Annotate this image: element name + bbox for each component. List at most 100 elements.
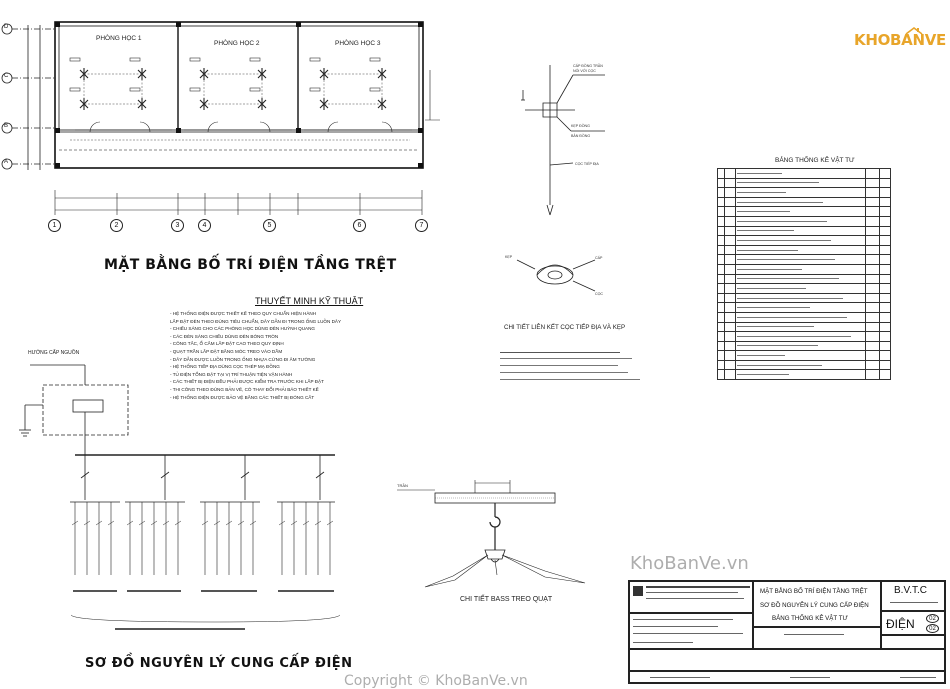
- table-cell: [717, 273, 725, 285]
- stage-box: B.V.T.C: [881, 581, 945, 611]
- col-axis-bubble: 3: [171, 219, 184, 232]
- table-cell: [865, 177, 880, 189]
- table-cell: [724, 302, 736, 313]
- table-row: [717, 331, 891, 342]
- table-cell: [717, 177, 725, 189]
- table-cell: [724, 283, 736, 294]
- table-row: [717, 177, 891, 189]
- table-cell: [724, 196, 736, 208]
- note-line: LẮP ĐẶT ĐÈN THEO ĐÚNG TIÊU CHUẨN, DÂY DẪ…: [170, 318, 342, 324]
- row-axis-label: A: [4, 159, 9, 165]
- table-cell: [735, 196, 866, 208]
- table-cell: [717, 187, 725, 198]
- col-axis-bubble: 1: [48, 219, 61, 232]
- table-cell: [735, 235, 866, 246]
- table-row: [717, 321, 891, 333]
- table-row: [717, 225, 891, 237]
- table-cell: [879, 187, 891, 198]
- table-cell: [879, 283, 891, 294]
- khobanve-logo: KHOBANVE: [854, 26, 946, 52]
- sheet-number: 02: [926, 614, 939, 623]
- fan-mount-detail: TRẦN: [397, 480, 586, 588]
- table-cell: [879, 331, 891, 342]
- row-axis-label: B: [4, 123, 9, 129]
- table-cell: [879, 235, 891, 246]
- table-cell: [879, 244, 891, 256]
- table-row: [717, 292, 891, 304]
- table-cell: [717, 292, 725, 304]
- table-cell: [879, 225, 891, 237]
- sheet-title: MẶT BẰNG BỐ TRÍ ĐIỆN TẦNG TRỆT: [760, 588, 868, 595]
- note-line: - TỦ ĐIỆN TỔNG ĐẶT TẠI VỊ TRÍ THUẬN TIỆN…: [170, 371, 293, 377]
- table-cell: [735, 311, 866, 323]
- table-cell: [724, 187, 736, 198]
- sheet-title: SƠ ĐỒ NGUYÊN LÝ CUNG CẤP ĐIỆN: [760, 602, 869, 609]
- table-cell: [879, 196, 891, 208]
- lamp-icons: [69, 57, 381, 92]
- table-cell: [735, 350, 866, 361]
- table-cell: [865, 321, 880, 333]
- note-line: - CÔNG TẮC, Ổ CẮM LẮP ĐẶT CAO THEO QUY Đ…: [170, 341, 284, 347]
- table-cell: [724, 292, 736, 304]
- floor-plan-title: MẶT BẰNG BỐ TRÍ ĐIỆN TẦNG TRỆT: [104, 257, 397, 273]
- table-cell: [724, 359, 736, 371]
- table-cell: [735, 244, 866, 256]
- ceiling-fan-icons: [79, 68, 387, 110]
- table-cell: [717, 244, 725, 256]
- table-cell: [735, 292, 866, 304]
- col-axis-bubble: 4: [198, 219, 211, 232]
- table-cell: [865, 331, 880, 342]
- table-cell: [865, 196, 880, 208]
- table-cell: [724, 331, 736, 342]
- sheet-titles: MẶT BẰNG BỐ TRÍ ĐIỆN TẦNG TRỆT SƠ ĐỒ NGU…: [753, 581, 881, 627]
- note-line: - CÁC ĐÈN SÁNG CHIẾU DÙNG ĐÈN BÓNG TRÒN: [170, 333, 279, 339]
- materials-table: [717, 168, 891, 381]
- table-cell: [717, 359, 725, 371]
- svg-text:NỐI VỚI CỌC: NỐI VỚI CỌC: [573, 68, 596, 73]
- table-row: [717, 302, 891, 313]
- table-cell: [865, 283, 880, 294]
- svg-text:CỌC: CỌC: [595, 292, 603, 296]
- table-cell: [735, 263, 866, 275]
- row-axis-label: C: [4, 73, 9, 79]
- table-cell: [879, 168, 891, 179]
- table-cell: [879, 302, 891, 313]
- table-cell: [724, 254, 736, 265]
- table-row: [717, 350, 891, 361]
- table-cell: [724, 350, 736, 361]
- table-cell: [865, 311, 880, 323]
- table-cell: [717, 350, 725, 361]
- table-row: [717, 168, 891, 179]
- table-cell: [724, 263, 736, 275]
- table-cell: [735, 215, 866, 227]
- table-cell: [735, 273, 866, 285]
- table-row: [717, 244, 891, 256]
- table-cell: [879, 215, 891, 227]
- materials-table-grid: [717, 168, 891, 381]
- technical-notes: - HỆ THỐNG ĐIỆN ĐƯỢC THIẾT KẾ THEO QUY C…: [170, 310, 405, 401]
- note-line: - THI CÔNG THEO ĐÚNG BẢN VẼ, CÓ THAY ĐỔI…: [170, 386, 319, 392]
- table-cell: [735, 302, 866, 313]
- table-cell: [879, 263, 891, 275]
- note-line: - DÂY DẪN ĐƯỢC LUỒN TRONG ỐNG NHỰA CỨNG …: [170, 356, 316, 362]
- table-cell: [724, 340, 736, 352]
- svg-text:CÁP ĐỒNG TRẦN: CÁP ĐỒNG TRẦN: [573, 63, 603, 68]
- note-line: - HỆ THỐNG ĐIỆN ĐƯỢC THIẾT KẾ THEO QUY C…: [170, 311, 317, 316]
- table-cell: [879, 340, 891, 352]
- table-cell: [865, 273, 880, 285]
- table-cell: [879, 350, 891, 361]
- col-axis-bubble: 2: [110, 219, 123, 232]
- table-cell: [735, 369, 866, 381]
- table-cell: [717, 235, 725, 246]
- materials-title: BẢNG THỐNG KÊ VẬT TƯ: [775, 157, 855, 164]
- table-row: [717, 273, 891, 285]
- table-cell: [724, 215, 736, 227]
- supply-schematic: [19, 364, 341, 630]
- note-line: - HỆ THỐNG ĐIỆN ĐƯỢC BẢO VỆ BẰNG CÁC THI…: [170, 394, 315, 400]
- grounding-notes: [500, 352, 650, 380]
- house-logo-icon: [905, 27, 923, 35]
- sheet-title: BẢNG THỐNG KÊ VẬT TƯ: [772, 615, 848, 622]
- table-cell: [879, 292, 891, 304]
- table-cell: [865, 350, 880, 361]
- col-axis-bubble: 6: [353, 219, 366, 232]
